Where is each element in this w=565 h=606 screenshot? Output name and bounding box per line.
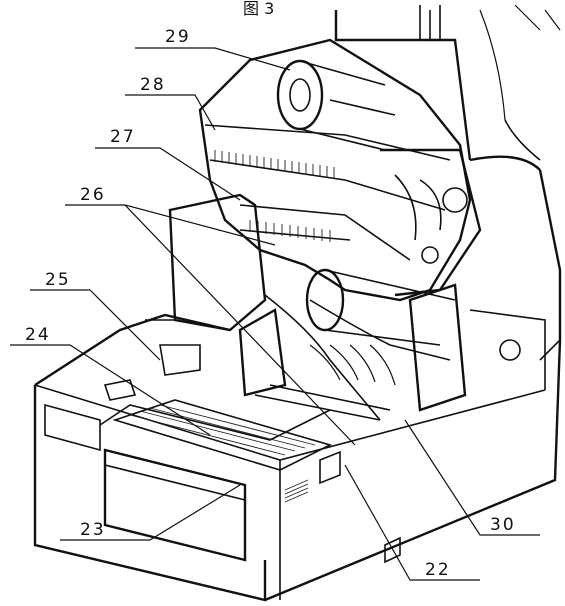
callout-24: 24 xyxy=(25,325,51,345)
leader-lines xyxy=(10,47,540,581)
printer-base xyxy=(33,193,562,602)
top-cover xyxy=(334,4,562,361)
callout-22: 22 xyxy=(425,560,451,580)
callout-30: 30 xyxy=(490,515,516,535)
callout-29: 29 xyxy=(165,27,191,47)
callout-23: 23 xyxy=(80,520,106,540)
callout-labels: 29 28 27 26 25 24 23 22 30 xyxy=(25,27,516,580)
callout-27: 27 xyxy=(110,127,136,147)
callout-28: 28 xyxy=(140,75,166,95)
figure-caption: 图 3 xyxy=(243,0,274,18)
print-head-assembly xyxy=(198,38,482,302)
callout-26: 26 xyxy=(80,185,106,205)
callout-25: 25 xyxy=(45,270,71,290)
